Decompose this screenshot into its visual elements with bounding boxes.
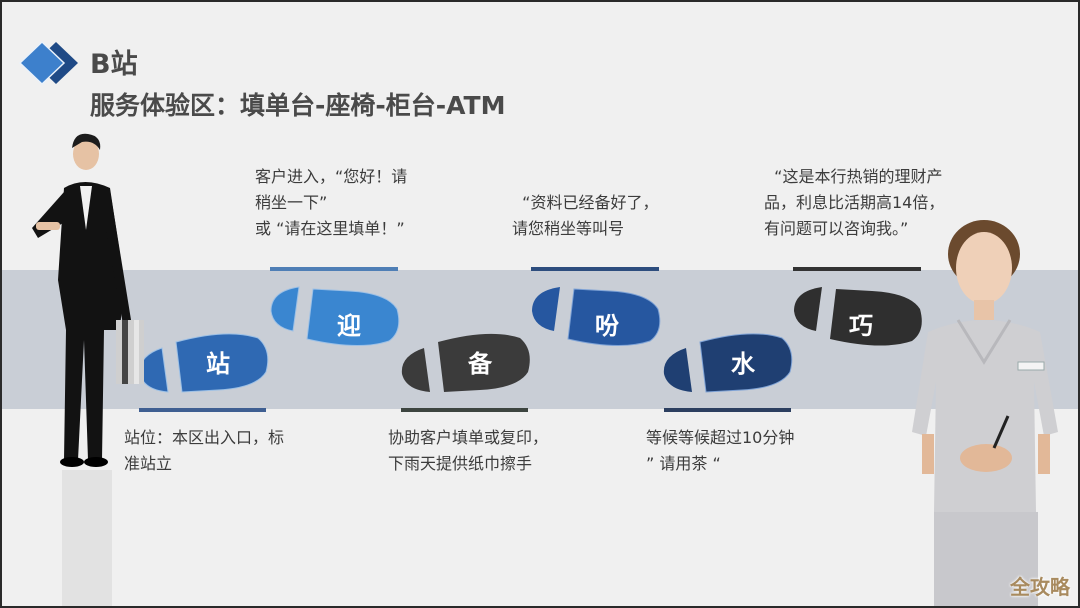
footprint-shui-icon — [663, 333, 793, 393]
bar-zhan — [139, 408, 266, 412]
step-char-zhan: 站 — [206, 350, 230, 378]
caption-shui: 等候等候超过10分钟 ” 请用茶 “ — [646, 428, 795, 473]
caption-qiao: “这是本行热销的理财产 品，利息比活期高14倍， 有问题可以咨询我。” — [764, 167, 945, 238]
step-char-bei: 备 — [468, 350, 492, 378]
bar-ying — [270, 267, 398, 271]
bar-shui — [664, 408, 791, 412]
bar-bei — [401, 408, 528, 412]
caption-bei: 协助客户填单或复印， 下雨天提供纸巾擦手 — [388, 428, 549, 473]
footprint-ying-icon — [270, 286, 400, 346]
footprint-zhan-icon — [139, 333, 269, 393]
businessman-figure-icon — [32, 133, 144, 606]
caption-ying: 客户进入，“您好！请 稍坐一下” 或 “请在这里填单！” — [255, 167, 408, 238]
step-char-qiao: 巧 — [849, 312, 873, 340]
staff-woman-figure-icon — [912, 220, 1058, 606]
step-char-ying: 迎 — [337, 312, 361, 340]
caption-zhan: 站位：本区出入口，标 准站立 — [124, 428, 285, 473]
footprint-qiao-icon — [794, 287, 922, 346]
step-char-fen: 吩 — [595, 312, 619, 340]
footprint-bei-icon — [401, 333, 530, 392]
bar-qiao — [793, 267, 921, 271]
watermark: 全攻略 — [1010, 575, 1070, 599]
diamond-logo-icon — [18, 40, 78, 86]
footprint-fen-icon — [532, 287, 661, 346]
slide-title: B站 — [90, 49, 138, 80]
step-char-shui: 水 — [731, 350, 755, 378]
caption-fen: “资料已经备好了， 请您稍坐等叫号 — [512, 193, 659, 238]
bar-fen — [531, 267, 659, 271]
slide-subtitle: 服务体验区：填单台-座椅-柜台-ATM — [90, 91, 506, 120]
